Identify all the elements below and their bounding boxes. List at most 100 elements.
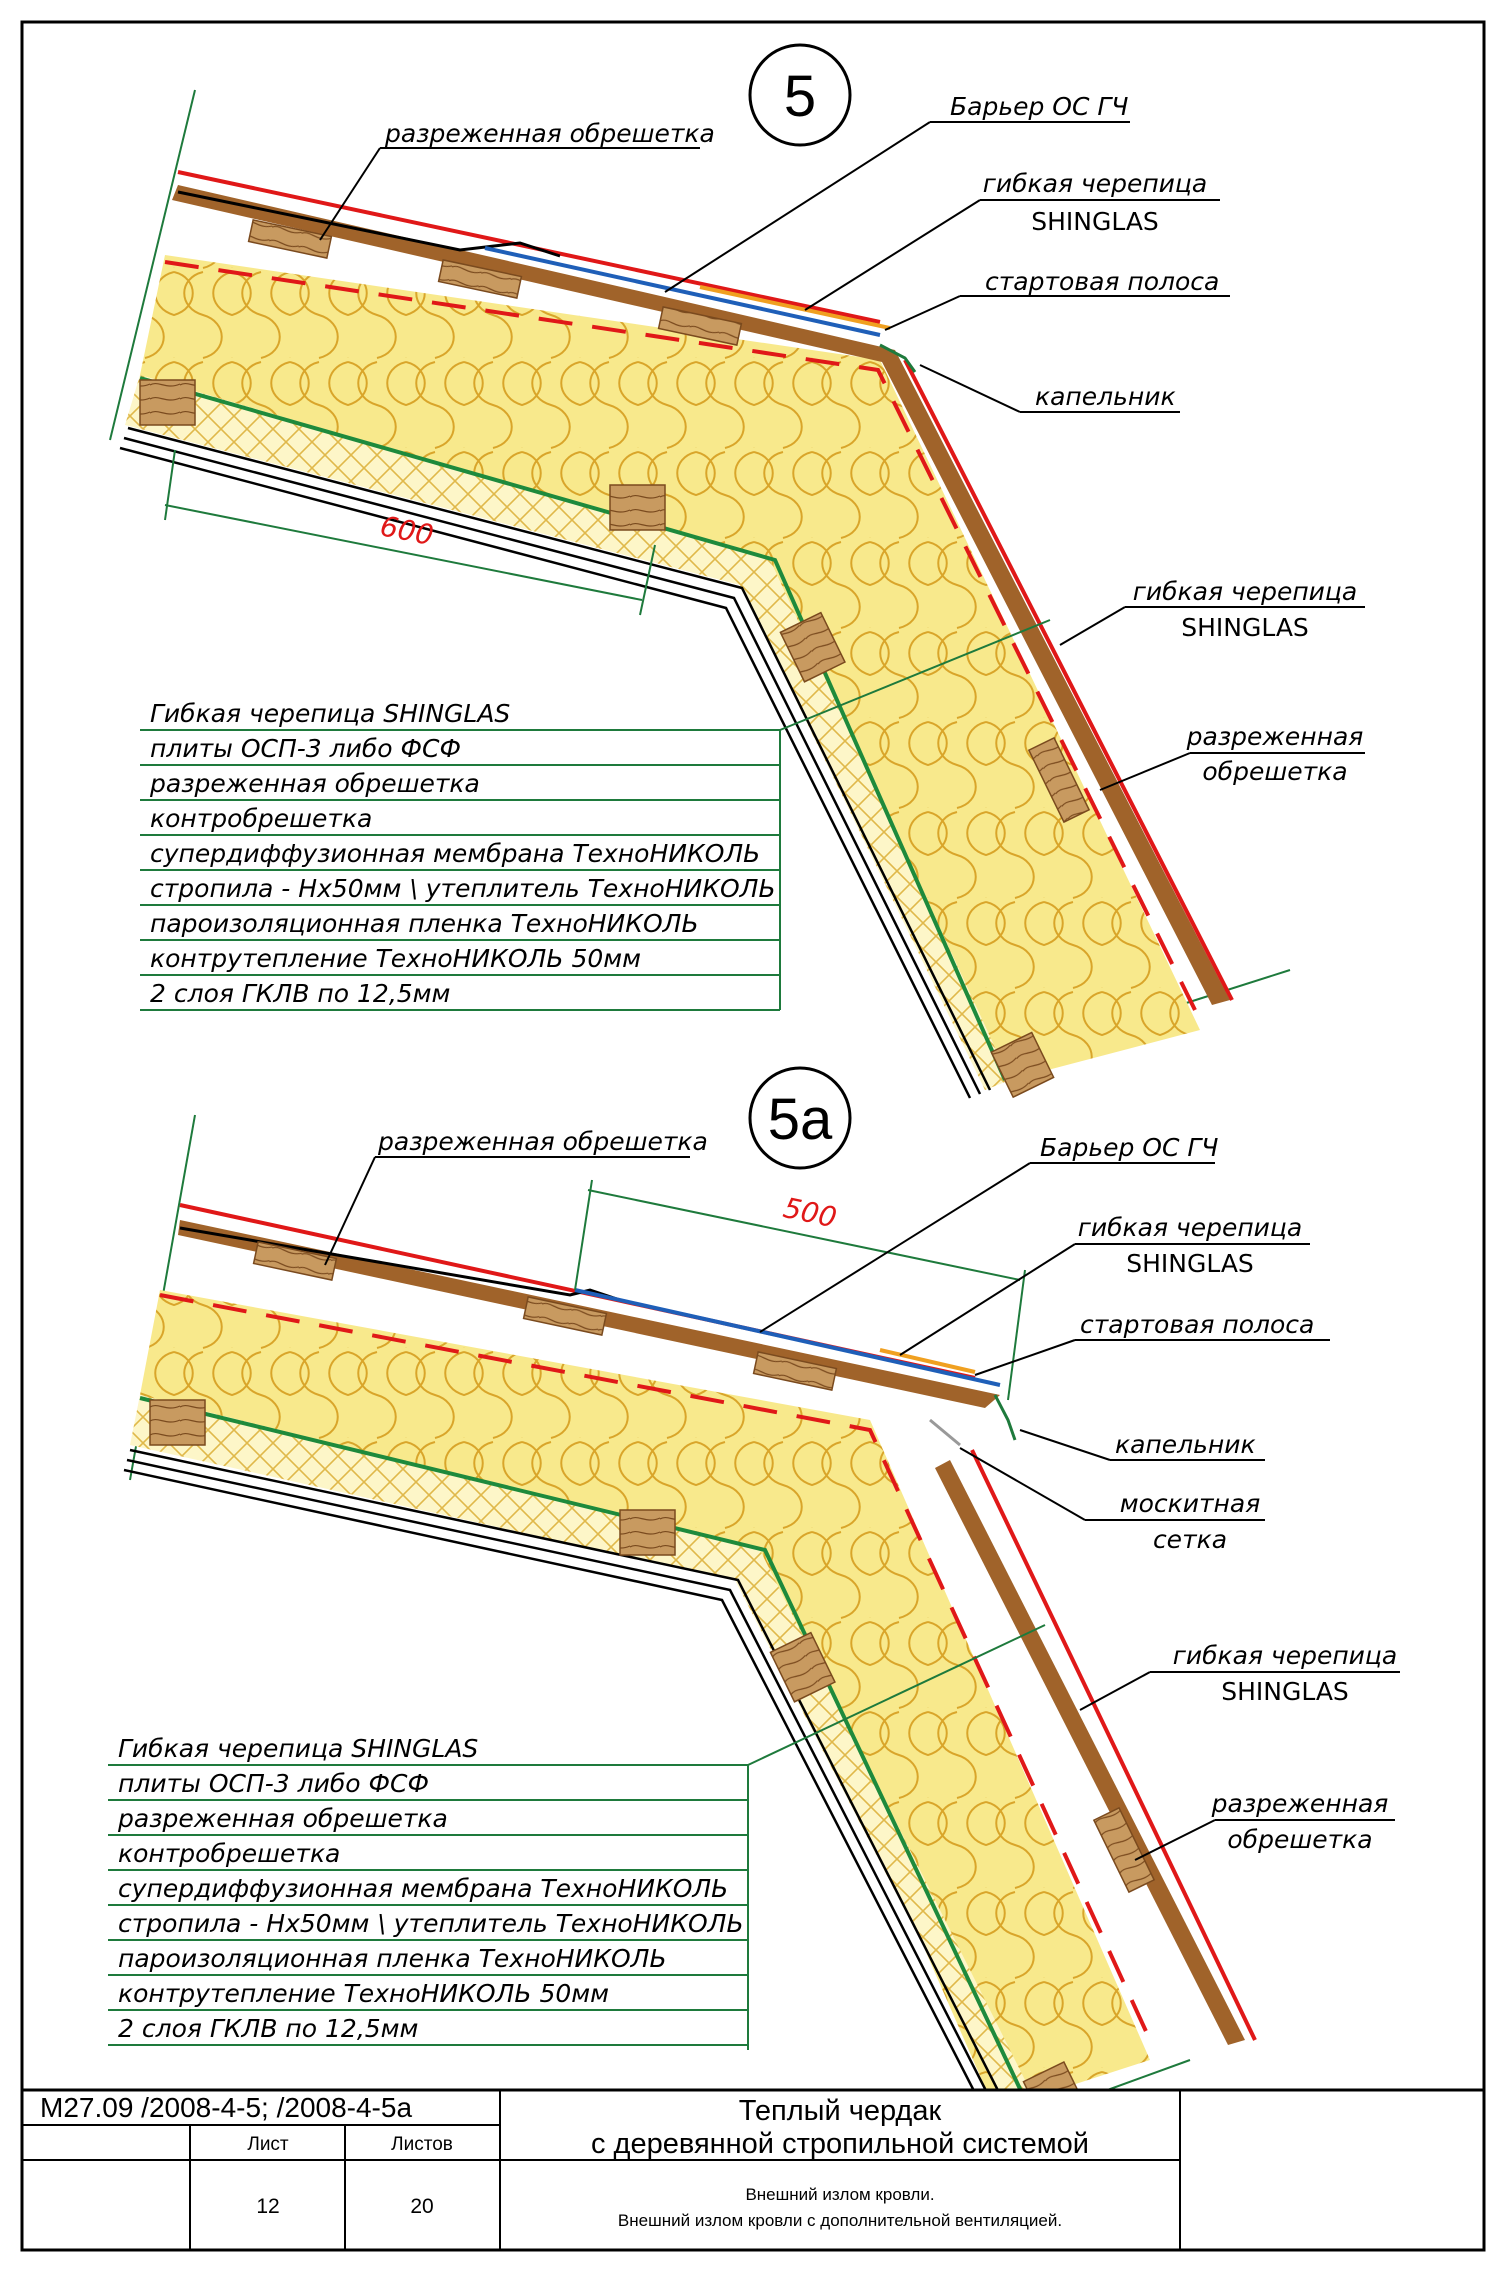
callout-barrier: Барьер ОС ГЧ (759, 1133, 1218, 1333)
gypsum-board (123, 1468, 994, 2127)
sheets-label: Листов (391, 2134, 453, 2155)
legend-layer-label: плиты ОСП-3 либо ФСФ (118, 1769, 429, 1798)
legend-layer-label: контрутепление ТехноНИКОЛЬ 50мм (118, 1979, 609, 2008)
gypsum-board (129, 1448, 1014, 2119)
callout-label: капельник (1115, 1430, 1256, 1459)
callout-label: обрешетка (1202, 757, 1347, 786)
batten (752, 1351, 838, 1391)
legend-layer-label: стропила - Нх50мм \ утеплитель ТехноНИКО… (150, 874, 776, 903)
callout-wall-battens: разреженная обрешетка (1134, 1789, 1395, 1861)
drip-edge (879, 343, 917, 373)
batten (437, 259, 523, 299)
callout-label: гибкая черепица (1133, 577, 1358, 606)
cut-line (1179, 969, 1291, 1006)
barrier-line (574, 1288, 1001, 1387)
callout-sparse-battens: разреженная обрешетка (324, 1127, 708, 1266)
legend-layer-label: контрутепление ТехноНИКОЛЬ 50мм (150, 944, 641, 973)
sheet-label: Лист (247, 2134, 289, 2155)
callout-label: разреженная (1186, 722, 1364, 751)
callout-wall-shingle: гибкая черепица SHINGLAS (1079, 1641, 1400, 1711)
legend-layer-label: 2 слоя ГКЛВ по 12,5мм (118, 2014, 418, 2043)
callout-label: SHINGLAS (1221, 1677, 1349, 1706)
barrier-line (484, 246, 881, 337)
starter-line (879, 1348, 976, 1374)
callout-wall-shingle: гибкая черепица SHINGLAS (1059, 577, 1365, 646)
legend-layer-label: супердиффузионная мембрана ТехноНИКОЛЬ (150, 839, 760, 868)
roof-black-line (179, 1226, 621, 1302)
rafter (609, 484, 666, 531)
sheet-number: 12 (256, 2195, 279, 2218)
gypsum-board (126, 1458, 1004, 2123)
callout-label: гибкая черепица (983, 169, 1208, 198)
legend-layer-label: разреженная обрешетка (117, 1804, 448, 1833)
starter-line (699, 285, 891, 330)
batten (657, 306, 743, 346)
callout-label: капельник (1035, 382, 1176, 411)
legend-layer-label: контробрешетка (118, 1839, 340, 1868)
detail-badge-circle (748, 1066, 852, 1170)
sheets-count: 20 (410, 2195, 433, 2218)
legend-layer-label: плиты ОСП-3 либо ФСФ (150, 734, 461, 763)
callout-label: разреженная обрешетка (377, 1127, 708, 1156)
roof-black-line (177, 190, 561, 258)
callout-label: разреженная обрешетка (384, 119, 715, 148)
title-block: М27.09 /2008-4-5; /2008-4-5а Теплый черд… (20, 2088, 1486, 2252)
callout-label: москитная (1120, 1489, 1261, 1518)
gypsum-board (119, 446, 972, 1099)
callout-shingle: гибкая черепица SHINGLAS (804, 169, 1220, 311)
callout-label: разреженная (1211, 1789, 1389, 1818)
counter-insulation (125, 375, 1010, 1090)
legend-layer-label: 2 слоя ГКЛВ по 12,5мм (150, 979, 450, 1008)
detail-badge-circle (748, 43, 852, 147)
batten (1027, 736, 1091, 824)
vapor-membrane (139, 1396, 1032, 2111)
batten (1092, 1806, 1156, 1894)
legend-layer-label: разреженная обрешетка (149, 769, 480, 798)
mosquito-net (929, 1418, 961, 1447)
legend-layer-label: стропила - Нх50мм \ утеплитель ТехноНИКО… (118, 1909, 744, 1938)
insulation-zone (140, 255, 1200, 1080)
callout-label: гибкая черепица (1078, 1213, 1303, 1242)
callout-sparse-battens: разреженная обрешетка (319, 119, 715, 241)
callout-label: Барьер ОС ГЧ (1040, 1133, 1218, 1162)
batten (247, 219, 333, 259)
rafter (990, 1031, 1055, 1099)
callout-label: SHINGLAS (1031, 207, 1159, 236)
insulation-zone (140, 1290, 1150, 2110)
callout-label: обрешетка (1227, 1825, 1372, 1854)
rafter (619, 1509, 676, 1556)
gypsum-board (123, 436, 982, 1095)
callout-starter-strip: стартовая полоса (974, 1310, 1330, 1376)
shingle-line (970, 1449, 1257, 2041)
shingle-line (903, 359, 1234, 1001)
osb-board (172, 185, 1230, 1005)
description-line-2: Внешний излом кровли с дополнительной ве… (618, 2211, 1062, 2230)
callout-shingle: гибкая черепица SHINGLAS (899, 1213, 1310, 1356)
vapor-membrane (139, 376, 1007, 1081)
callout-barrier: Барьер ОС ГЧ (664, 92, 1130, 293)
legend-layer-label: Гибкая черепица SHINGLAS (150, 699, 510, 728)
title-line-2: с деревянной стропильной системой (591, 2128, 1089, 2160)
callout-label: гибкая черепица (1173, 1641, 1398, 1670)
legend-layer-label: пароизоляционная пленка ТехноНИКОЛЬ (118, 1944, 667, 1973)
diffusion-membrane (164, 260, 1197, 1011)
callout-starter-strip: стартовая полоса (884, 267, 1230, 331)
detail-5a: 5а 500 разреженная обрешетка Барьер ОС Г… (108, 1066, 1400, 2127)
drip-edge (993, 1394, 1017, 1441)
callout-label: стартовая полоса (985, 267, 1219, 296)
callout-wall-battens: разреженная обрешетка (1099, 722, 1365, 791)
rafter (149, 1399, 206, 1446)
detail-badge: 5 (784, 64, 816, 129)
dimension-label: 500 (780, 1191, 839, 1234)
callout-label: SHINGLAS (1181, 613, 1309, 642)
callout-mosquito-net: москитная сетка (959, 1447, 1265, 1554)
callout-label: сетка (1153, 1525, 1227, 1554)
callout-label: Барьер ОС ГЧ (950, 92, 1128, 121)
rafter (779, 611, 846, 683)
detail-5: 5 600 разреженная обрешетка Барьер ОС ГЧ… (109, 43, 1365, 1099)
callout-drip-edge: капельник (1019, 1429, 1265, 1461)
batten (522, 1296, 608, 1336)
dimension-label: 600 (377, 509, 436, 552)
legend-layer-label: пароизоляционная пленка ТехноНИКОЛЬ (150, 909, 699, 938)
